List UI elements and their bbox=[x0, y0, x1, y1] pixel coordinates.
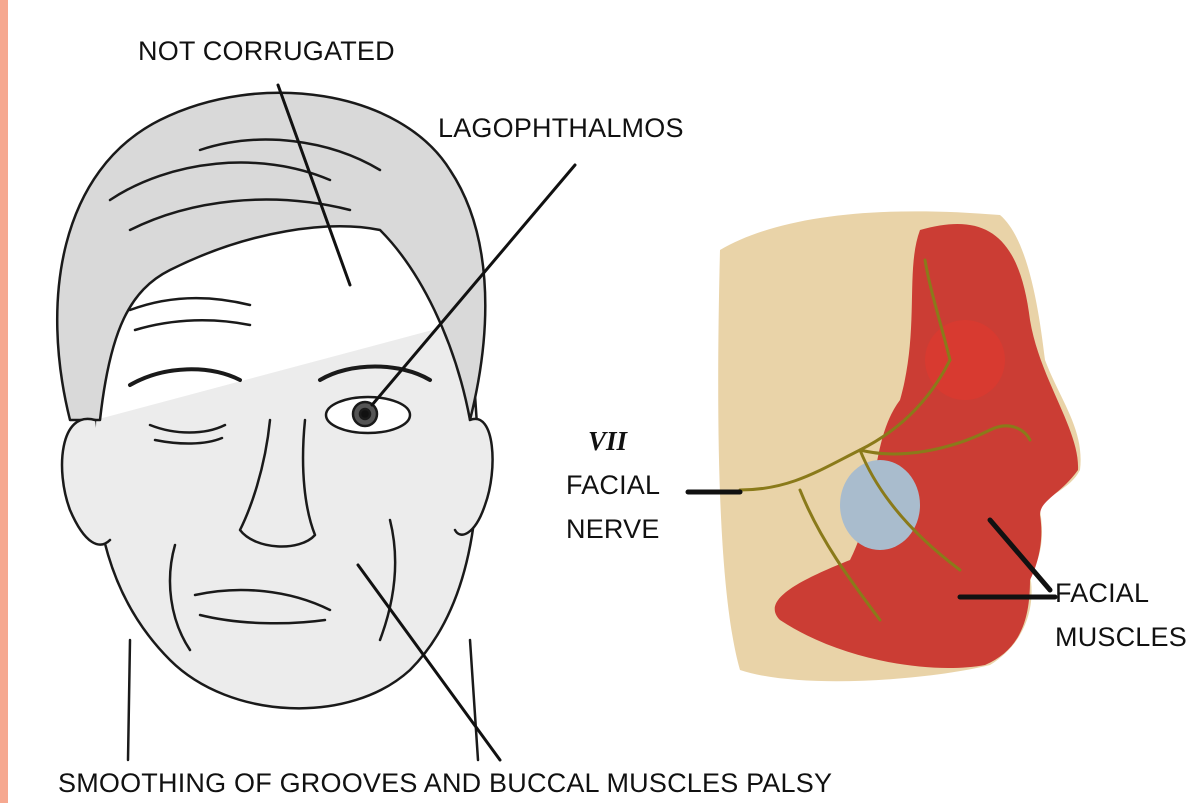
anatomical-head bbox=[718, 211, 1080, 681]
label-lagophthalmos: LAGOPHTHALMOS bbox=[438, 115, 684, 142]
label-nerve: NERVE bbox=[566, 516, 660, 543]
label-nerve-number: VII bbox=[588, 428, 627, 455]
label-not-corrugated: NOT CORRUGATED bbox=[138, 38, 395, 65]
label-facial-muscles-line1: FACIAL bbox=[1055, 580, 1149, 607]
label-facial: FACIAL bbox=[566, 472, 660, 499]
label-facial-muscles-line2: MUSCLES bbox=[1055, 624, 1187, 651]
bottom-caption: SMOOTHING OF GROOVES AND BUCCAL MUSCLES … bbox=[58, 770, 832, 797]
